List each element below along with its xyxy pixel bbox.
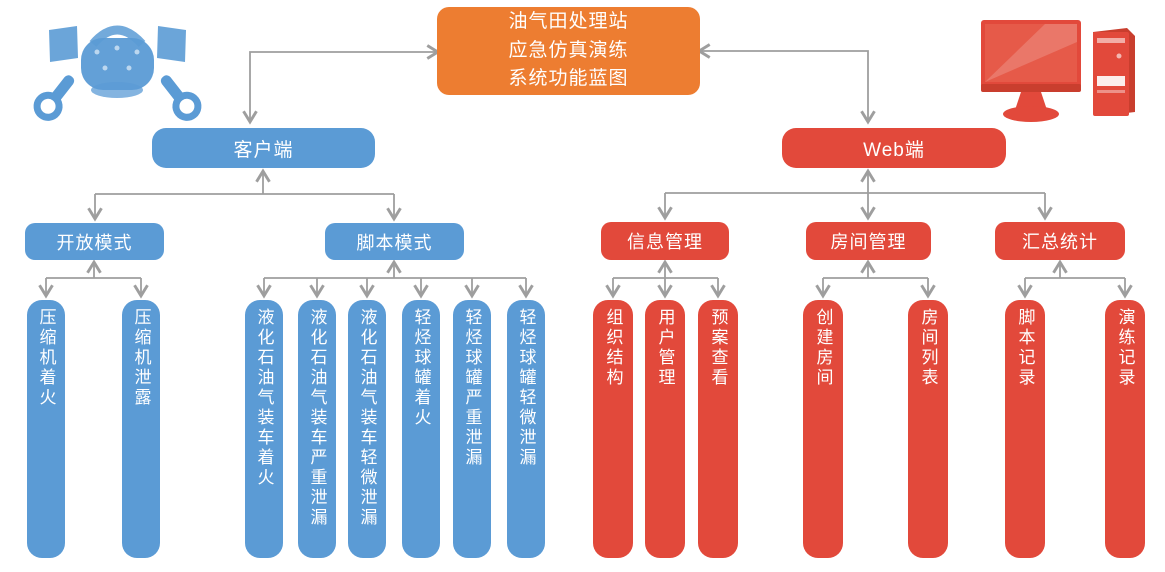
info-management-node: 信息管理 <box>601 222 729 260</box>
root-line-1: 油气田处理站 <box>508 11 629 33</box>
open-mode-node: 开放模式 <box>25 223 164 260</box>
summary-statistics-node: 汇总统计 <box>995 222 1125 260</box>
pill-compressor-leak: 压缩机泄露 <box>122 300 160 558</box>
pill-plan-view: 预案查看 <box>698 300 738 558</box>
pill-light-hc-sphere-fire: 轻烃球罐着火 <box>402 300 440 558</box>
script-mode-node: 脚本模式 <box>325 223 464 260</box>
pill-lpg-loading-minor-leak: 液化石油气装车轻微泄漏 <box>348 300 386 558</box>
pill-lpg-loading-fire: 液化石油气装车着火 <box>245 300 283 558</box>
pill-script-record: 脚本记录 <box>1005 300 1045 558</box>
root-node-system-blueprint: 油气田处理站 应急仿真演练 系统功能蓝图 <box>437 7 700 95</box>
pill-room-list: 房间列表 <box>908 300 948 558</box>
pill-create-room: 创建房间 <box>803 300 843 558</box>
pill-light-hc-sphere-severe-leak: 轻烃球罐严重泄漏 <box>453 300 491 558</box>
pill-compressor-fire: 压缩机着火 <box>27 300 65 558</box>
pill-lpg-loading-severe-leak: 液化石油气装车严重泄漏 <box>298 300 336 558</box>
root-line-2: 应急仿真演练 <box>508 39 629 61</box>
pill-drill-record: 演练记录 <box>1105 300 1145 558</box>
web-node: Web端 <box>782 128 1006 168</box>
desktop-computer-icon <box>981 20 1135 122</box>
root-line-3: 系统功能蓝图 <box>508 68 629 90</box>
pill-user-management: 用户管理 <box>645 300 685 558</box>
vr-headset-icon <box>33 25 202 121</box>
pill-light-hc-sphere-minor-leak: 轻烃球罐轻微泄漏 <box>507 300 545 558</box>
client-node: 客户端 <box>152 128 375 168</box>
pill-organization-structure: 组织结构 <box>593 300 633 558</box>
room-management-node: 房间管理 <box>806 222 931 260</box>
